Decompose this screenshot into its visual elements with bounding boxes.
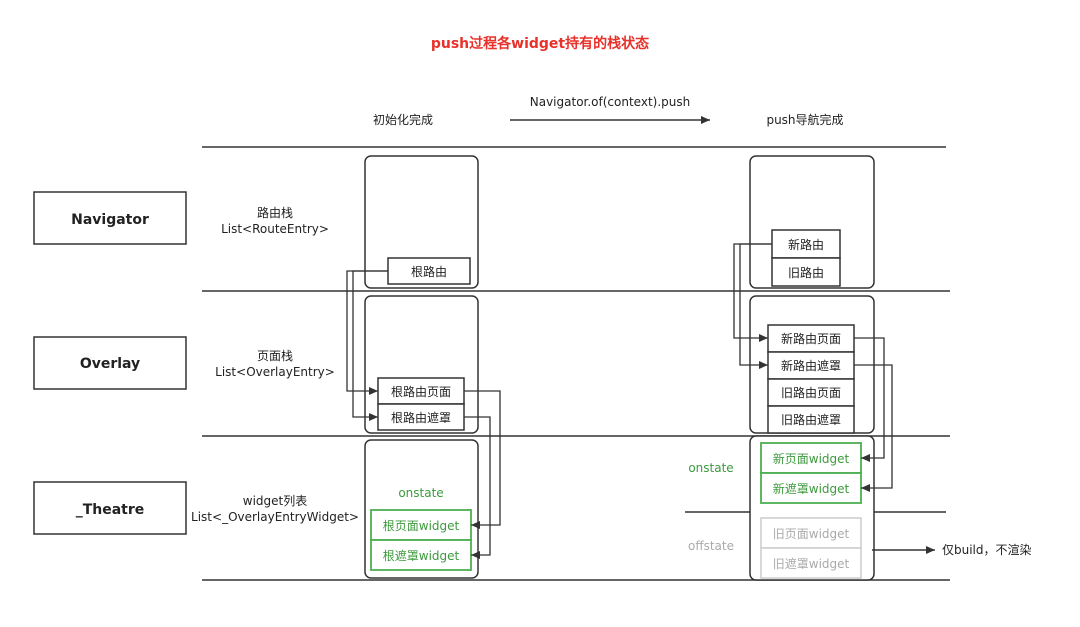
after-overlay-entry-new-mask-label: 新路由遮罩: [781, 358, 841, 373]
before-link-page-to-widget: [464, 390, 501, 529]
after-overlay-entry-new-page-label: 新路由页面: [781, 331, 841, 346]
diagram-title: push过程各widget持有的栈状态: [431, 35, 649, 52]
before-link-mask-to-widget: [464, 416, 491, 559]
after-link-page-to-widget: [854, 337, 885, 462]
overlay-desc-title: 页面栈: [257, 348, 293, 363]
after-onstate-label: onstate: [688, 461, 733, 475]
after-route-new-label: 新路由: [788, 237, 824, 252]
after-widget-old-mask-label: 旧遮罩widget: [773, 556, 850, 571]
layer-navigator-label: Navigator: [71, 212, 149, 228]
theatre-desc-title: widget列表: [243, 494, 307, 508]
before-widget-page-label: 根页面widget: [383, 519, 460, 533]
after-overlay-entry-old-mask: 旧路由遮罩: [767, 405, 855, 434]
after-overlay-entry-old-page: 旧路由页面: [767, 378, 855, 407]
layer-overlay-label: Overlay: [80, 356, 140, 372]
layer-theatre: _Theatre: [33, 481, 187, 535]
after-route-new: 新路由: [771, 229, 841, 259]
after-overlay-entry-new-page: 新路由页面: [767, 324, 855, 353]
after-route-old: 旧路由: [771, 257, 841, 287]
before-widget-mask: 根遮罩widget: [370, 539, 472, 571]
before-overlay-entry-mask: 根路由遮罩: [377, 403, 465, 431]
navigator-desc-title: 路由栈: [257, 205, 293, 220]
before-widget-mask-label: 根遮罩widget: [383, 548, 460, 563]
after-offstate-label: offstate: [688, 539, 734, 553]
navigator-desc-type: List<RouteEntry>: [221, 222, 329, 236]
before-overlay-entry-page-label: 根路由页面: [391, 384, 451, 399]
after-widget-new-mask-label: 新遮罩widget: [773, 481, 850, 496]
after-widget-new-mask: 新遮罩widget: [760, 472, 862, 504]
overlay-desc-type: List<OverlayEntry>: [215, 365, 335, 379]
layer-theatre-label: _Theatre: [76, 502, 145, 518]
header-after: push导航完成: [766, 112, 843, 127]
before-route-stack: [364, 155, 479, 289]
after-widget-old-page: 旧页面widget: [760, 517, 862, 549]
after-overlay-entry-old-page-label: 旧路由页面: [781, 385, 841, 400]
after-link-route-to-mask: [739, 243, 772, 369]
after-route-old-label: 旧路由: [788, 265, 824, 280]
after-widget-old-page-label: 旧页面widget: [773, 527, 850, 541]
theatre-desc-type: List<_OverlayEntryWidget>: [191, 510, 359, 524]
after-widget-old-mask: 旧遮罩widget: [760, 547, 862, 579]
after-widget-new-page: 新页面widget: [760, 442, 862, 474]
before-link-route-to-mask: [352, 270, 388, 421]
offstate-note: 仅build，不渲染: [942, 542, 1032, 557]
after-widget-new-page-label: 新页面widget: [773, 451, 850, 466]
header-action: Navigator.of(context).push: [530, 95, 690, 109]
before-route-root-label: 根路由: [411, 264, 447, 279]
before-route-root: 根路由: [387, 257, 471, 285]
before-onstate-label: onstate: [398, 486, 443, 500]
after-overlay-entry-old-mask-label: 旧路由遮罩: [781, 412, 841, 427]
before-widget-page: 根页面widget: [370, 509, 472, 541]
after-link-mask-to-widget: [854, 364, 893, 492]
header-before: 初始化完成: [373, 112, 433, 127]
before-overlay-entry-mask-label: 根路由遮罩: [391, 410, 451, 425]
layer-navigator: Navigator: [33, 191, 187, 245]
after-overlay-entry-new-mask: 新路由遮罩: [767, 351, 855, 380]
before-overlay-entry-page: 根路由页面: [377, 377, 465, 405]
layer-overlay: Overlay: [33, 336, 187, 390]
